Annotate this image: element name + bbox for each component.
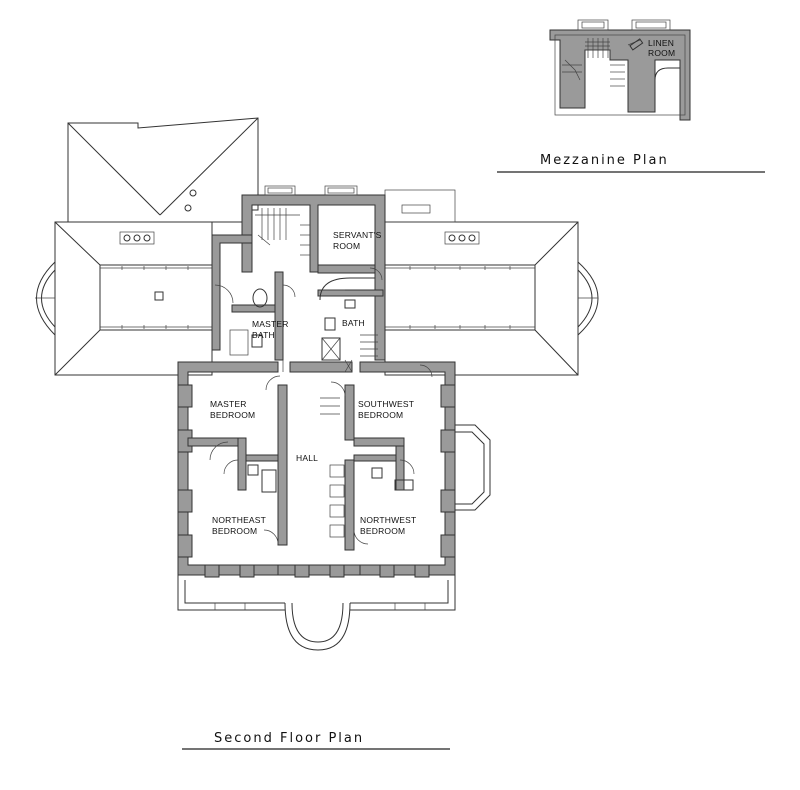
master-bath-label-1: MASTER	[252, 319, 289, 329]
vent-icon	[143, 234, 151, 242]
mezzanine-stair-left	[562, 38, 610, 81]
mezzanine-stair-right	[610, 39, 641, 87]
bathtub-icon	[261, 469, 277, 493]
linen-room-label-1: LINEN	[648, 38, 674, 48]
toilet-icon	[324, 317, 336, 331]
toilet-icon	[371, 467, 383, 479]
vent-icon	[189, 189, 197, 197]
roof-right-wing	[384, 189, 599, 376]
toilet-icon	[247, 464, 259, 476]
second-floor-plan: SERVANT'S ROOM MASTER BATH BATH MASTER B…	[35, 117, 599, 651]
toilet-icon	[251, 334, 263, 348]
linen-room-label-2: ROOM	[648, 48, 675, 58]
vent-icon	[458, 234, 466, 242]
bath-label: BATH	[342, 318, 365, 328]
vent-icon	[133, 234, 141, 242]
servants-room-label-2: ROOM	[333, 241, 360, 251]
mezzanine-plan-title: Mezzanine Plan	[540, 153, 669, 168]
vent-icon	[468, 234, 476, 242]
northwest-bedroom-label-2: BEDROOM	[360, 526, 405, 536]
sink-icon	[344, 299, 356, 309]
main-block	[177, 359, 456, 578]
mezzanine-plan: LINEN ROOM	[549, 19, 691, 121]
roof-left-wing	[35, 221, 213, 376]
northwest-bedroom-label-1: NORTHWEST	[360, 515, 416, 525]
front-balcony	[177, 575, 456, 651]
linen-shelf-icon	[629, 38, 644, 51]
northeast-bedroom-label-2: BEDROOM	[212, 526, 257, 536]
roof-northeast	[67, 117, 259, 223]
master-bedroom-label-1: MASTER	[210, 399, 247, 409]
shower-icon	[321, 337, 341, 361]
northeast-bedroom-label-1: NORTHEAST	[212, 515, 266, 525]
vent-icon	[184, 204, 192, 212]
second-floor-plan-title: Second Floor Plan	[214, 731, 364, 746]
southwest-bedroom-label-1: SOUTHWEST	[358, 399, 414, 409]
vent-icon	[448, 234, 456, 242]
bathtub-icon	[394, 479, 414, 491]
sink-icon	[252, 288, 268, 308]
hall-closets	[320, 397, 345, 538]
bay-window-right	[455, 424, 491, 511]
service-stair	[255, 208, 310, 256]
hall-label: HALL	[296, 453, 318, 463]
servants-room-label-1: SERVANT'S	[333, 230, 382, 240]
vent-icon	[123, 234, 131, 242]
southwest-bedroom-label-2: BEDROOM	[358, 410, 403, 420]
master-bath-label-2: BATH	[252, 330, 275, 340]
master-bedroom-label-2: BEDROOM	[210, 410, 255, 420]
